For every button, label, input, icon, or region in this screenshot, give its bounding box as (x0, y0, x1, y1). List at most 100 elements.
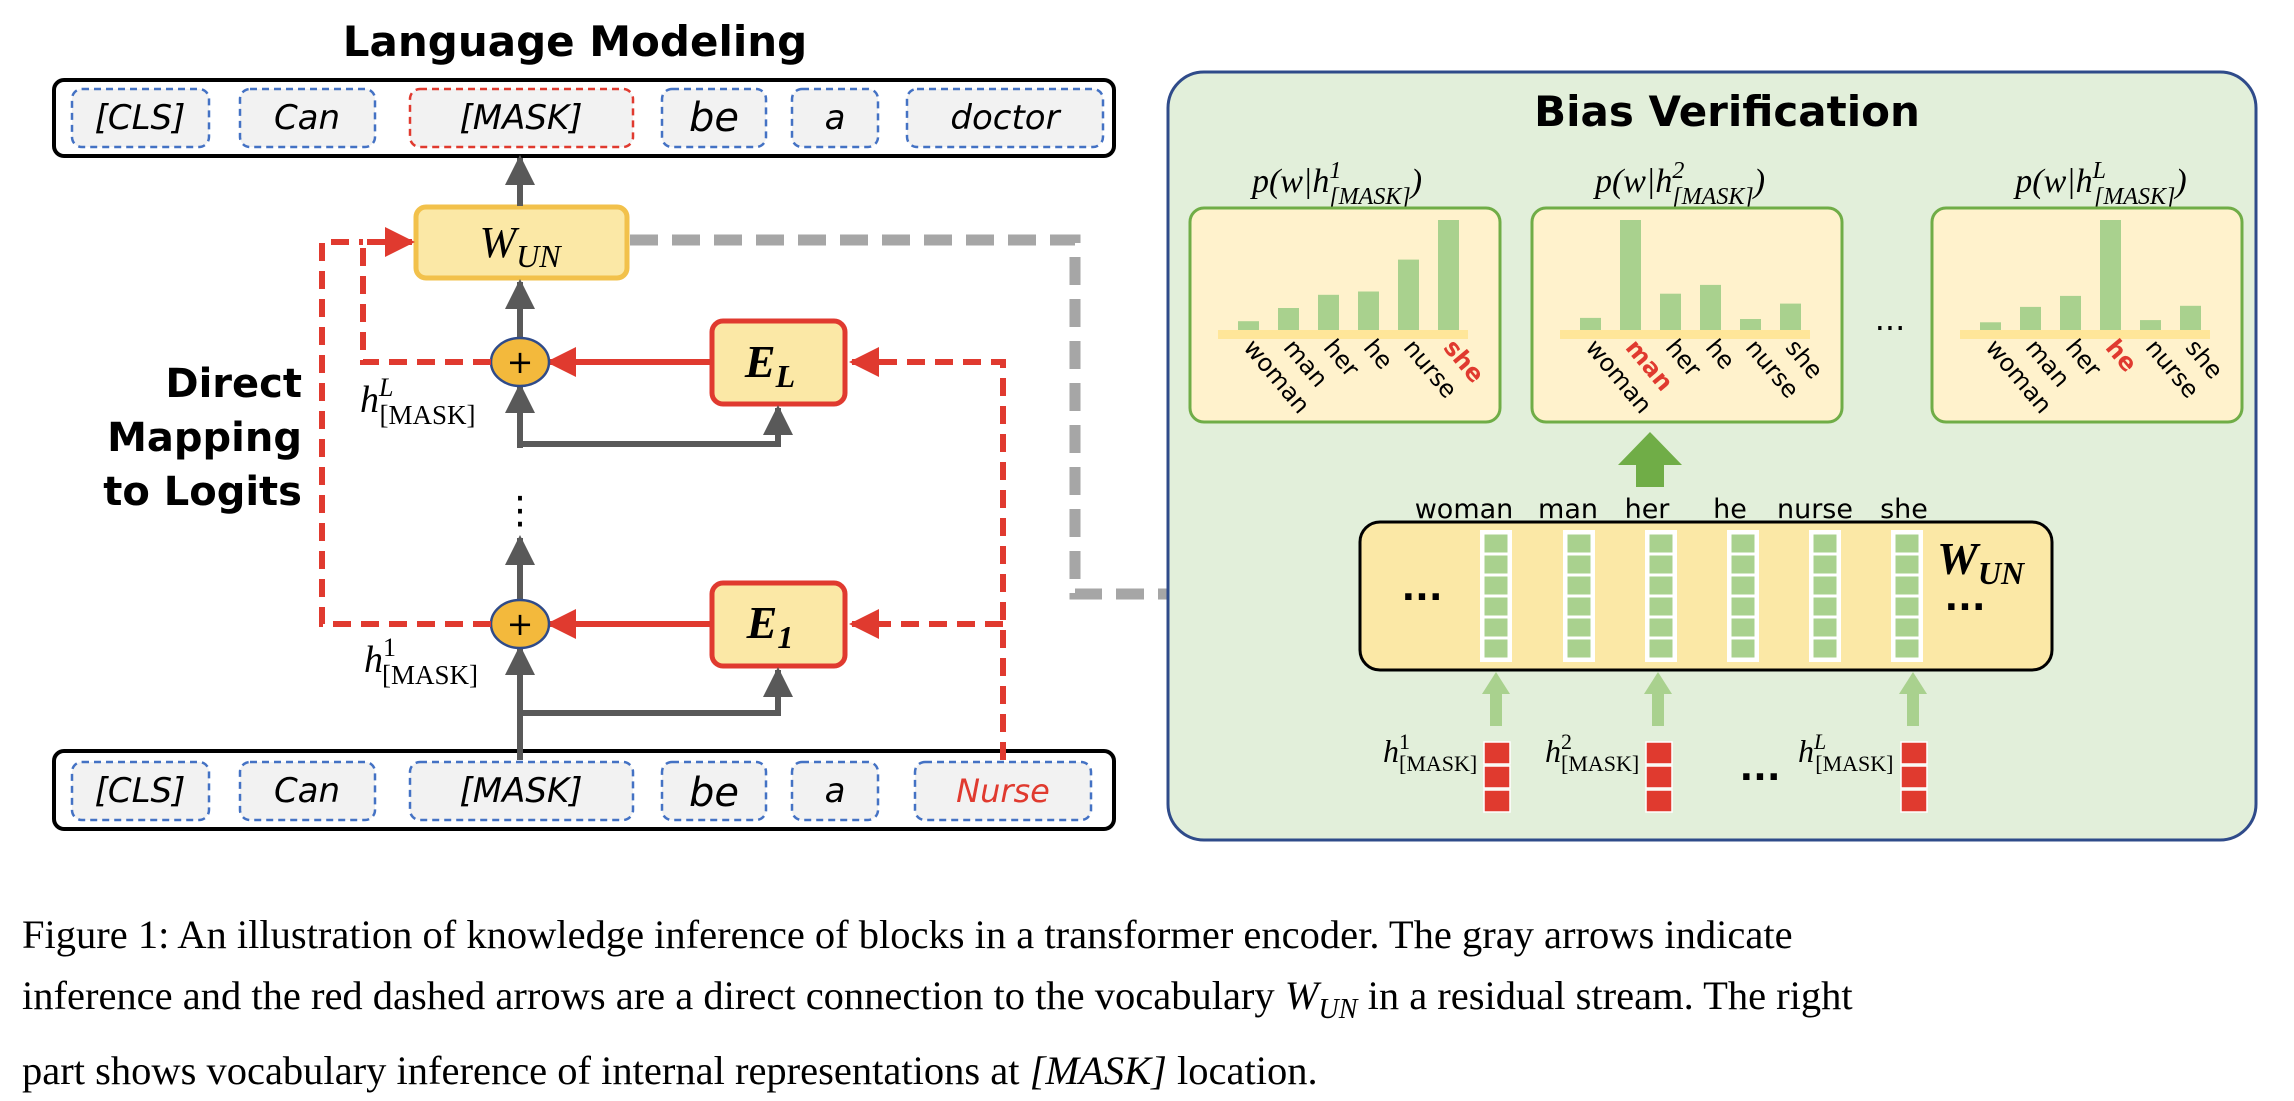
vocab-vector-cell (1648, 533, 1674, 554)
mini-chart-bar (1358, 291, 1379, 330)
top-token: doctor (905, 87, 1105, 149)
mini-chart-bar (2020, 306, 2041, 330)
vocab-column-vectors (1480, 530, 1923, 662)
vocab-vector-cell (1648, 617, 1674, 638)
h-vector-label: hL[MASK] (1798, 729, 1893, 776)
e-l-label: EL (744, 336, 795, 394)
mini-chart-bar (2140, 320, 2161, 330)
vocab-vector (1727, 530, 1759, 662)
vocab-vector-cell (1812, 596, 1838, 617)
top-token-label: Can (274, 98, 340, 138)
vocab-vector-cell (1894, 596, 1920, 617)
panel-label: p(w|h1[MASK]) (1250, 158, 1422, 210)
mini-chart-bar (1740, 319, 1761, 330)
mini-chart-bar (1278, 308, 1299, 330)
red-solid-arrows (546, 347, 712, 639)
hidden-state-cell (1900, 741, 1928, 765)
svg-text:Direct: Direct (165, 361, 302, 407)
vocab-vector-cell (1894, 554, 1920, 575)
svg-text:Mapping: Mapping (107, 415, 302, 461)
vocab-vector-cell (1566, 575, 1592, 596)
plus-node-top: + (489, 336, 551, 388)
w-un-box (413, 204, 630, 281)
svg-text:+: + (507, 343, 534, 381)
h-gap-ellipsis: ... (1739, 748, 1780, 789)
mini-chart-baseline (1218, 330, 1468, 339)
bottom-token: Can (238, 760, 377, 822)
top-token-mask: [MASK] (408, 87, 635, 149)
vocab-vector-cell (1894, 638, 1920, 659)
vocab-vector-cell (1648, 638, 1674, 659)
gray-inference-arrows (505, 155, 793, 760)
mini-chart-baseline (1960, 330, 2210, 339)
vocab-vector (1563, 530, 1595, 662)
hidden-state-vector (1900, 741, 1928, 813)
vocab-vector (1480, 530, 1512, 662)
top-token-label: [CLS] (95, 98, 186, 138)
h-mask-top-label: hL[MASK] (360, 373, 475, 430)
vocab-vector-cell (1812, 554, 1838, 575)
vocab-word: he (1713, 494, 1747, 525)
bottom-token: [CLS] (70, 760, 211, 822)
bottom-token-label: Nurse (956, 772, 1050, 810)
h-vector-label: h2[MASK] (1545, 729, 1639, 776)
panel-label: p(w|hL[MASK]) (2013, 158, 2186, 210)
bottom-token-label: a (825, 771, 846, 811)
green-up-arrow (1618, 432, 1682, 487)
mini-chart-baseline (1560, 330, 1810, 339)
vocab-vector-cell (1566, 596, 1592, 617)
vocab-vector-cell (1730, 575, 1756, 596)
vocab-vector-cell (1894, 533, 1920, 554)
bottom-token-label: be (689, 770, 739, 816)
vocab-vector-cell (1730, 596, 1756, 617)
vocab-vector-cell (1483, 554, 1509, 575)
mini-chart-bar (2060, 295, 2081, 330)
mini-chart-bar (1780, 303, 1801, 330)
w-un-matrix-dots: ... (1944, 578, 1985, 619)
mini-chart-bar (1980, 322, 2001, 330)
mini-chart-bar (1398, 259, 1419, 330)
language-modeling-title: Language Modeling (343, 17, 807, 66)
vocab-word-list: woman man her he nurse she (1415, 494, 1928, 525)
hidden-state-cell (1900, 789, 1928, 813)
w-un-matrix-box (1358, 520, 2054, 672)
w-un-matrix-label: WUN (1937, 533, 2026, 591)
figure-caption: Figure 1: An illustration of knowledge i… (22, 904, 2282, 1101)
vocab-vector-cell (1483, 596, 1509, 617)
direct-mapping-label: Direct Mapping to Logits (103, 361, 302, 515)
top-token-list: [CLS] Can [MASK] be a doctor (70, 87, 1105, 149)
vocab-vector-cell (1648, 596, 1674, 617)
top-token-label: be (689, 95, 739, 141)
hidden-state-cell (1645, 741, 1673, 765)
vocab-word: she (1880, 494, 1928, 525)
vocab-vector-cell (1566, 533, 1592, 554)
vocab-vector-cell (1894, 617, 1920, 638)
caption-line-1: Figure 1: An illustration of knowledge i… (22, 912, 1793, 957)
vocab-vector-cell (1566, 617, 1592, 638)
mini-chart-bar (1700, 284, 1721, 330)
top-token: be (660, 87, 768, 149)
vocab-vector-cell (1566, 638, 1592, 659)
green-thin-arrows (1482, 672, 1927, 726)
hidden-state-cell (1483, 765, 1511, 789)
hidden-state-cell (1900, 765, 1928, 789)
svg-text:to Logits: to Logits (103, 469, 302, 515)
h-mask-bottom-label: h1[MASK] (364, 633, 478, 690)
vocab-vector (1891, 530, 1923, 662)
red-dashed-arrows (319, 227, 1006, 760)
matrix-left-ellipsis: ... (1401, 568, 1442, 609)
mini-chart-bar (1580, 317, 1601, 330)
mini-chart-bar (1620, 220, 1641, 330)
vocab-vector-cell (1730, 638, 1756, 659)
bottom-token-nurse: Nurse (913, 760, 1093, 822)
vocab-vector-cell (1483, 575, 1509, 596)
mini-chart-1 (1188, 206, 1502, 424)
mini-chart-3 (1930, 206, 2244, 424)
vocab-vector-cell (1730, 617, 1756, 638)
h-vector-label: h1[MASK] (1383, 729, 1477, 776)
top-token-label: doctor (950, 98, 1061, 138)
top-token-label: a (825, 98, 846, 138)
vocab-word: nurse (1777, 494, 1853, 525)
hidden-state-cell (1483, 741, 1511, 765)
hidden-state-cell (1645, 765, 1673, 789)
